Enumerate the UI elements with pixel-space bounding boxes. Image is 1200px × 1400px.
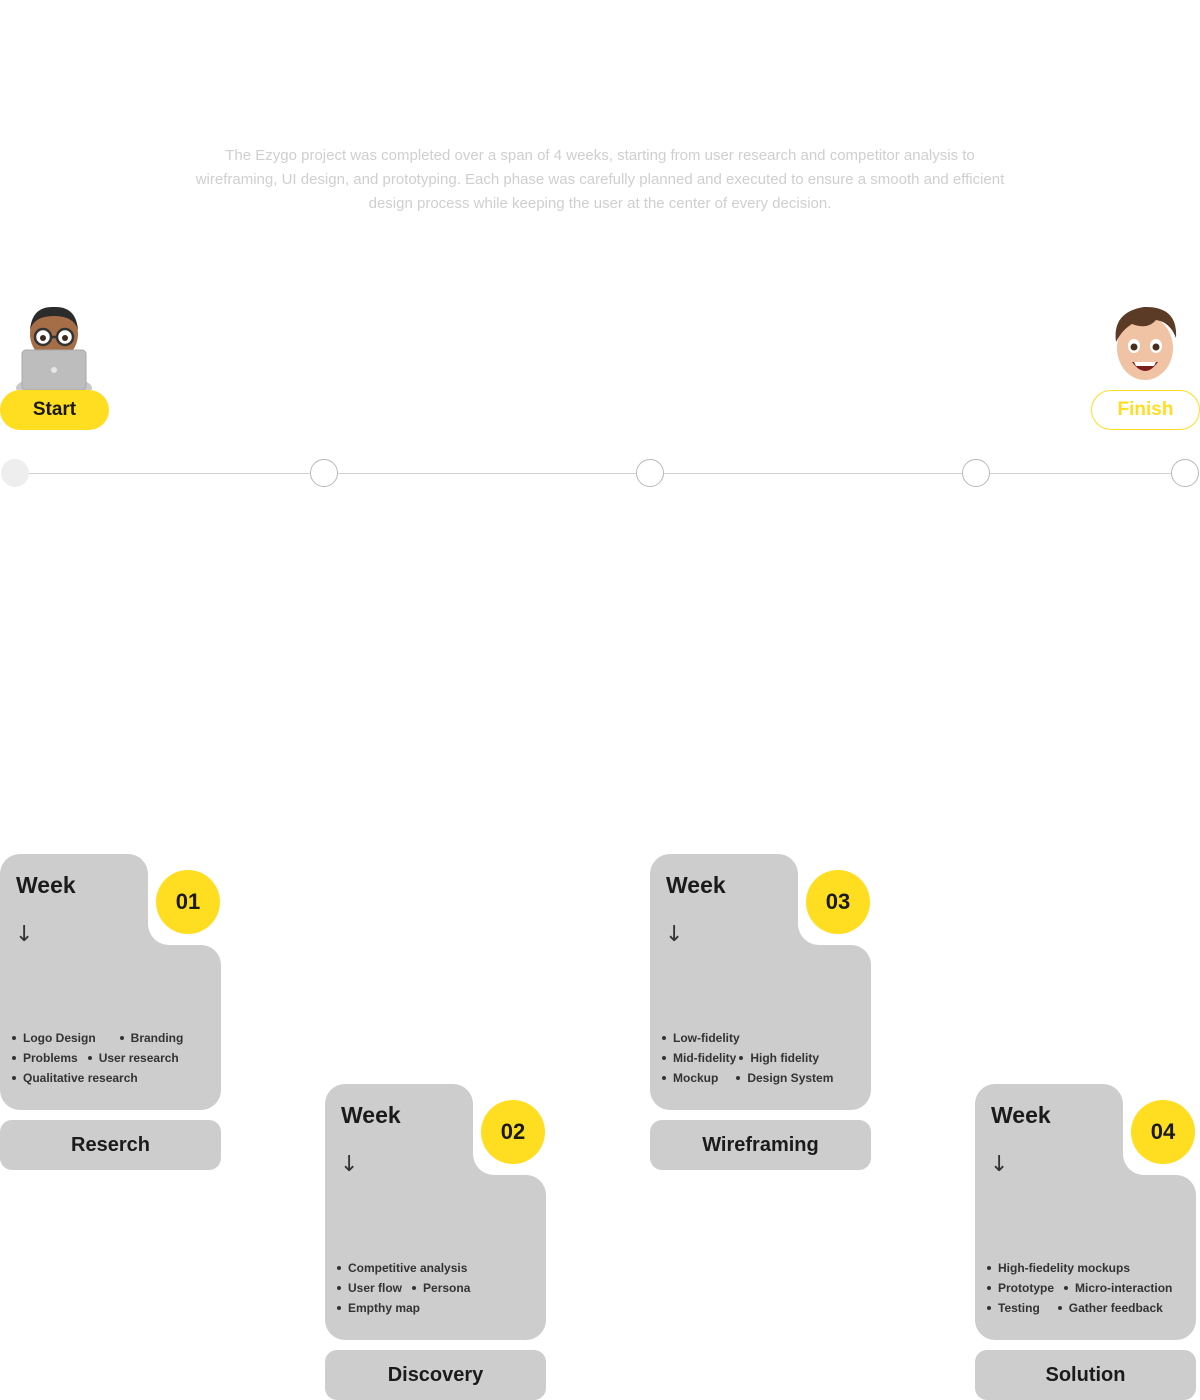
developer-avatar-icon — [16, 306, 92, 390]
week-number-badge: 02 — [481, 1100, 545, 1164]
week-card: Week ↓ 02 Competitive analysis User flow… — [325, 1084, 546, 1400]
week-number-badge: 01 — [156, 870, 220, 934]
task-item: Qualitative research — [12, 1068, 138, 1088]
card-background — [325, 1084, 546, 1340]
down-arrow-icon: ↓ — [990, 1152, 1009, 1177]
timeline-node-finish — [1171, 459, 1199, 487]
task-item: High-fiedelity mockups — [987, 1258, 1130, 1278]
task-item: Mid-fidelity — [662, 1048, 736, 1068]
task-item: Persona — [412, 1278, 470, 1298]
week-card: Week ↓ 04 High-fiedelity mockups Prototy… — [975, 1084, 1196, 1400]
week-heading: Week — [16, 872, 76, 898]
task-item: Competitive analysis — [337, 1258, 467, 1278]
phase-label[interactable]: Wireframing — [650, 1120, 871, 1170]
timeline-track — [14, 473, 1186, 474]
card-background — [650, 854, 871, 1110]
intro-paragraph: The Ezygo project was completed over a s… — [195, 147, 1005, 212]
task-item: Branding — [119, 1028, 183, 1048]
happy-avatar-icon — [1115, 306, 1177, 380]
task-item: User research — [87, 1048, 179, 1068]
task-list: High-fiedelity mockups Prototype Micro-in… — [987, 1258, 1192, 1318]
phase-label[interactable]: Reserch — [0, 1120, 221, 1170]
task-item: Design System — [736, 1068, 833, 1088]
card-background — [975, 1084, 1196, 1340]
week-heading: Week — [341, 1102, 401, 1128]
task-item: Prototype — [987, 1278, 1054, 1298]
week-heading: Week — [991, 1102, 1051, 1128]
phase-label[interactable]: Discovery — [325, 1350, 546, 1400]
task-item: High fidelity — [739, 1048, 819, 1068]
week-number-badge: 03 — [806, 870, 870, 934]
task-item: Low-fidelity — [662, 1028, 740, 1048]
task-list: Competitive analysis User flow Persona Em… — [337, 1258, 542, 1318]
week-heading: Week — [666, 872, 726, 898]
task-item: Logo Design — [12, 1028, 96, 1048]
week-card: Week ↓ 01 Logo Design Branding Problems Us… — [0, 854, 221, 1170]
down-arrow-icon: ↓ — [340, 1152, 359, 1177]
down-arrow-icon: ↓ — [665, 922, 684, 947]
timeline-node-week-1 — [310, 459, 338, 487]
task-item: Empthy map — [337, 1298, 420, 1318]
task-item: Gather feedback — [1057, 1298, 1163, 1318]
week-number-badge: 04 — [1131, 1100, 1195, 1164]
finish-button[interactable]: Finish — [1091, 390, 1200, 430]
task-item: Testing — [987, 1298, 1040, 1318]
card-background — [0, 854, 221, 1110]
start-button[interactable]: Start — [0, 390, 109, 430]
timeline-node-start — [1, 459, 29, 487]
task-item: Mockup — [662, 1068, 718, 1088]
task-item: User flow — [337, 1278, 402, 1298]
task-item: Micro-interaction — [1064, 1278, 1172, 1298]
down-arrow-icon: ↓ — [15, 922, 34, 947]
timeline-node-week-3 — [962, 459, 990, 487]
task-list: Logo Design Branding Problems User researc… — [12, 1028, 217, 1088]
timeline-node-week-2 — [636, 459, 664, 487]
phase-label[interactable]: Solution — [975, 1350, 1196, 1400]
task-item: Problems — [12, 1048, 78, 1068]
